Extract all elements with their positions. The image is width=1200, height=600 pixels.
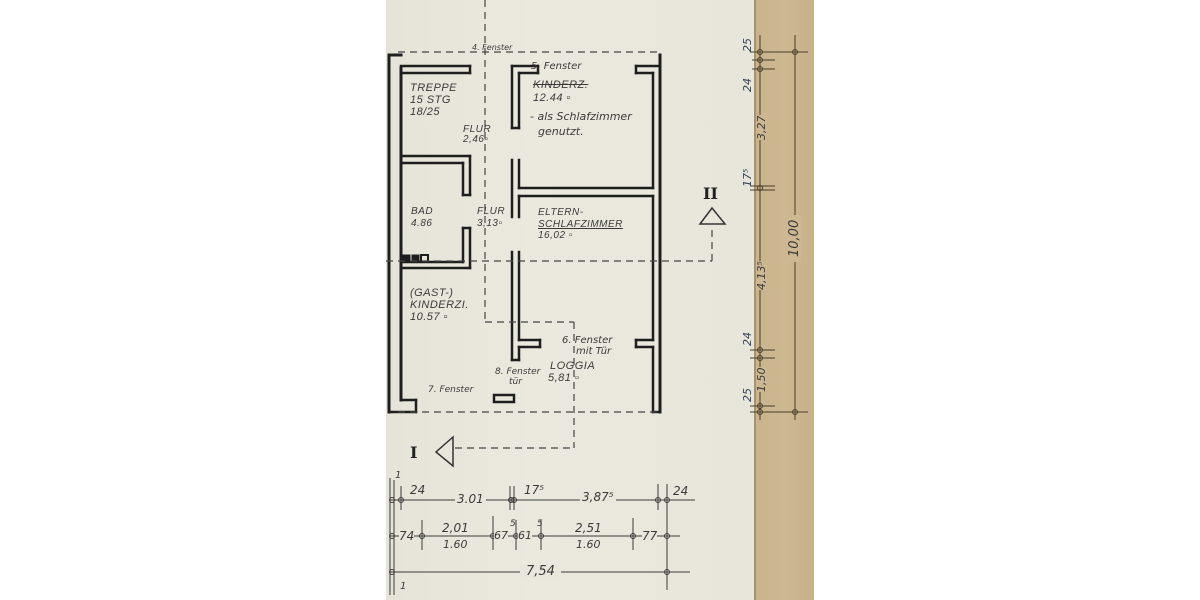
room-label-gast-kinderzimmer: (GAST-) KINDERZI. 10.57 ▫ — [410, 287, 469, 323]
section-marker-ii-triangle — [698, 206, 727, 225]
window-note-6: 6. Fenster mit Tür — [562, 335, 613, 357]
dim-right-175: 17⁵ — [741, 168, 754, 187]
dim-right-24-bottom: 24 — [741, 332, 754, 346]
section-marker-i-triangle — [434, 435, 454, 468]
room-label-kinderzimmer: KINDERZ. 12.44 ▫ — [533, 79, 589, 104]
dim-bottom-24-right: 24 — [673, 484, 689, 498]
axis-mark-top: 1 — [395, 470, 402, 481]
window-note-4: 4. Fenster — [472, 43, 513, 52]
dim-bottom-5-a: 5 — [510, 519, 516, 529]
section-marker-i: I — [410, 443, 418, 462]
kinderzimmer-note: - als Schlafzimmer genutzt. — [530, 110, 632, 138]
dim-bottom-175: 17⁵ — [524, 483, 545, 497]
dim-right-327: 3,27 — [755, 115, 768, 140]
dim-bottom-160-right: 1.60 — [576, 538, 601, 551]
dim-bottom-201: 2,01 — [442, 521, 469, 535]
dim-right-24-top: 24 — [741, 78, 754, 92]
dim-right-25-bottom: 25 — [741, 388, 754, 402]
dim-bottom-67: 67 — [494, 529, 508, 542]
dim-right-25-top: 25 — [741, 38, 754, 52]
dim-right-total: 10,00 — [787, 214, 802, 262]
dim-bottom-5-b: 5 — [537, 519, 543, 529]
room-label-flur-1: FLUR 2,46▫ — [463, 124, 492, 145]
dim-bottom-3875: 3,87⁵ — [580, 490, 616, 504]
window-note-5: 5. Fenster — [531, 61, 582, 72]
dim-bottom-74: 74 — [399, 529, 415, 543]
dim-right-150: 1,50 — [755, 367, 768, 392]
second-sheet — [756, 0, 814, 600]
dim-bottom-77: 77 — [642, 529, 658, 543]
dim-bottom-301: 3.01 — [455, 492, 486, 506]
dim-right-4135: 4,13⁵ — [755, 261, 768, 290]
dim-bottom-61: 61 — [518, 529, 532, 542]
section-marker-ii: II — [703, 184, 718, 203]
dim-bottom-24-left: 24 — [410, 483, 426, 497]
room-label-elternschlafzimmer: ELTERN- SCHLAFZIMMER 16,02 ▫ — [538, 207, 623, 241]
room-label-bad: BAD 4.86 — [411, 206, 434, 229]
dim-bottom-total: 7,54 — [520, 565, 561, 578]
room-label-treppe: TREPPE 15 STG 18/25 — [410, 82, 458, 118]
window-note-7: 7. Fenster — [428, 385, 474, 395]
room-label-loggia: LOGGIA 5,81 ▫ — [548, 360, 596, 384]
dim-bottom-251: 2,51 — [575, 521, 602, 535]
window-note-8: 8. Fenster tür — [495, 367, 541, 387]
room-label-flur-2: FLUR 3,13▫ — [477, 206, 506, 229]
dim-bottom-160-left: 1.60 — [443, 538, 468, 551]
axis-mark-bottom: 1 — [400, 581, 407, 592]
